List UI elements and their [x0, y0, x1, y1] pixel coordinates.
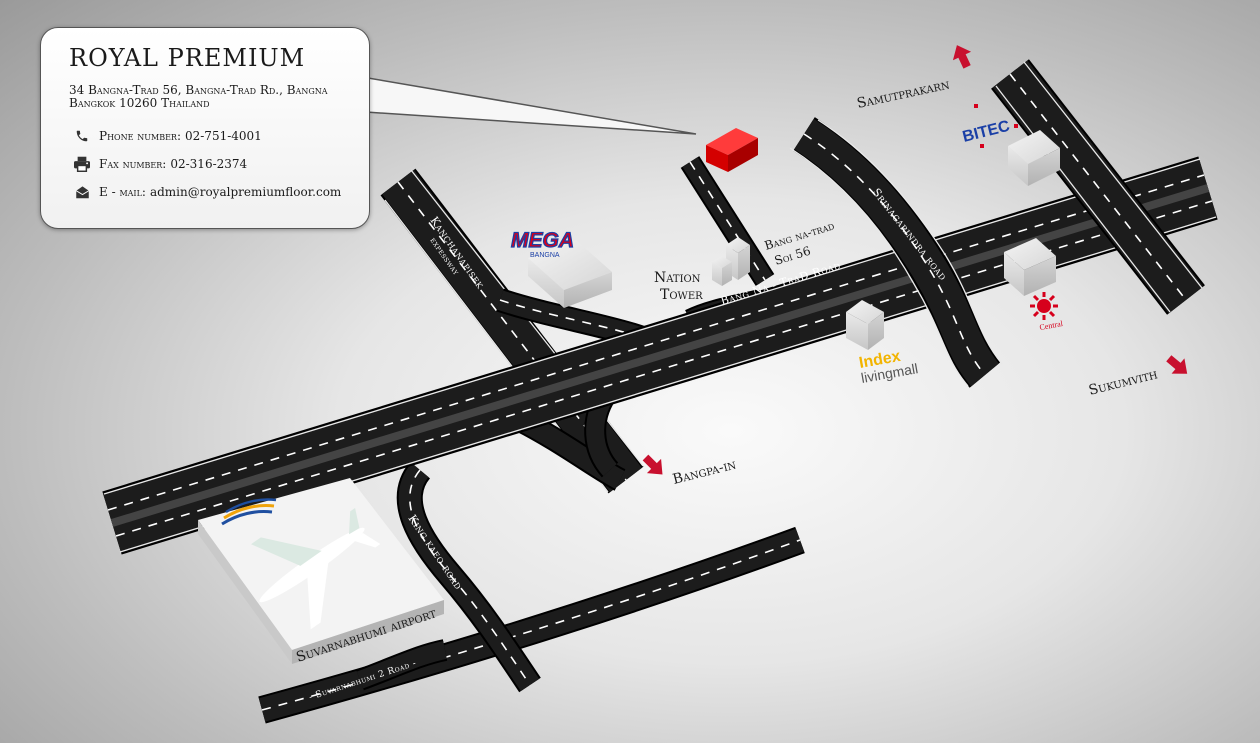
email-row: E - mail: admin@royalpremiumfloor.com	[69, 178, 369, 206]
road-suvarnabhumi-2	[258, 526, 805, 724]
address-line-1: 34 Bangna-Trad 56, Bangna-Trad Rd., Bang…	[69, 83, 328, 97]
contact-info-card: ROYAL PREMIUM 34 Bangna-Trad 56, Bangna-…	[40, 27, 370, 229]
index-livingmall-logo: Index livingmall	[858, 348, 919, 386]
arrow-icon-sukumvith	[1166, 355, 1188, 374]
label-sukumvith: Sukumvith	[1087, 366, 1159, 399]
label-nation-line1: Nation	[654, 270, 701, 286]
address: 34 Bangna-Trad 56, Bangna-Trad Rd., Bang…	[69, 84, 369, 110]
location-marker	[706, 128, 758, 172]
address-line-2: Bangkok 10260 Thailand	[69, 96, 210, 110]
email-address[interactable]: admin@royalpremiumfloor.com	[149, 185, 342, 199]
bitec-logo-text: BITEC	[961, 118, 1012, 146]
fax-number[interactable]: 02-316-2374	[170, 157, 248, 171]
building-index-livingmall	[846, 300, 884, 350]
email-label: E - mail:	[99, 185, 146, 199]
mega-logo-text: MEGA	[511, 229, 574, 252]
label-nation-line2: Tower	[660, 287, 703, 303]
central-logo: Central	[1030, 292, 1064, 332]
label-bangpa-in: Bangpa-in	[671, 457, 738, 488]
road-soi-56	[680, 156, 775, 286]
building-bitec	[1008, 130, 1060, 186]
callout-pointer	[365, 77, 697, 135]
fax-label: Fax number:	[99, 157, 167, 171]
label-samutprakarn: Samutprakarn	[856, 77, 952, 112]
fax-row: Fax number: 02-316-2374	[69, 150, 369, 178]
phone-row: Phone number: 02-751-4001	[69, 122, 369, 150]
airplane-icon	[251, 507, 381, 630]
phone-icon	[71, 129, 93, 143]
building-nation-tower	[712, 237, 750, 286]
mega-bangna-logo: MEGA BANGNA	[510, 228, 574, 259]
building-mega-bangna	[528, 240, 612, 308]
fax-icon	[71, 156, 93, 172]
arrow-icon-bangpa-in	[642, 454, 663, 475]
phone-number[interactable]: 02-751-4001	[184, 129, 262, 143]
building-central	[1004, 238, 1056, 296]
road-srinagarindra	[789, 117, 1003, 388]
company-name: ROYAL PREMIUM	[69, 44, 306, 72]
central-sun-icon	[1030, 292, 1058, 320]
central-logo-text: Central	[1039, 319, 1065, 332]
arrow-icon-samutprakarn	[952, 45, 972, 69]
road-king-kaeo	[356, 461, 541, 693]
envelope-icon	[71, 185, 93, 199]
phone-label: Phone number:	[99, 129, 181, 143]
road-east-cross	[991, 59, 1205, 315]
mega-logo-sub: BANGNA	[530, 252, 560, 259]
airport-logo-icon	[221, 498, 277, 526]
